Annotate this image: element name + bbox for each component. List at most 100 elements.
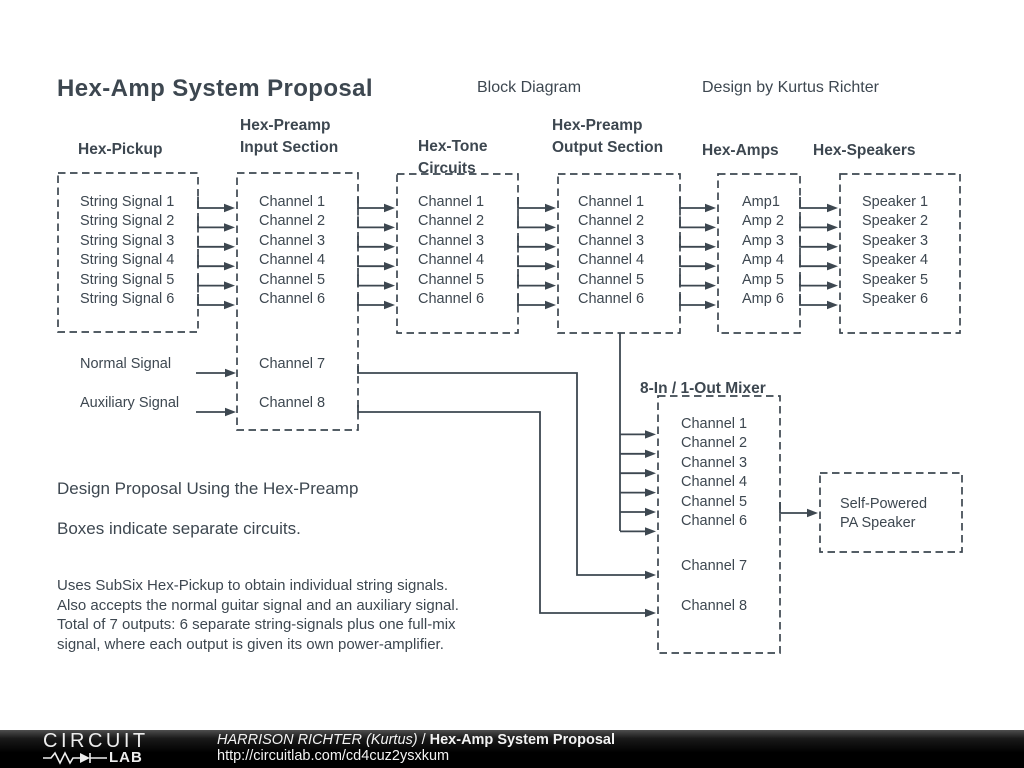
arrowhead xyxy=(224,300,235,310)
pa-speaker-line2: PA Speaker xyxy=(840,515,916,532)
signal-label: String Signal 3 xyxy=(80,232,175,249)
channel-label: Channel 3 xyxy=(259,232,326,249)
arrowhead xyxy=(384,262,395,271)
wire xyxy=(799,216,829,229)
arrowhead xyxy=(225,368,236,378)
credit-label: Design by Kurtus Richter xyxy=(702,79,879,96)
channel-label: Channel 5 xyxy=(578,271,645,288)
channel-label: Channel 2 xyxy=(259,213,326,230)
wire xyxy=(357,274,386,287)
wire xyxy=(679,197,707,209)
wire xyxy=(799,294,829,306)
mixer-title: 8-In / 1-Out Mixer xyxy=(640,380,766,397)
arrowhead xyxy=(645,430,656,439)
channel-label: Channel 4 xyxy=(259,252,326,269)
input-channel-8: Channel 8 xyxy=(259,395,326,411)
speaker-label: Speaker 1 xyxy=(862,194,929,210)
arrowhead xyxy=(384,203,395,213)
pickup-signal-list: String Signal 1 String Signal 2 String S… xyxy=(80,193,174,309)
channel-label: Channel 5 xyxy=(681,493,748,510)
arrowhead xyxy=(545,300,556,310)
input-header-line2: Input Section xyxy=(240,138,339,156)
speaker-label: Speaker 5 xyxy=(862,271,929,288)
input-box xyxy=(236,172,359,431)
speakers-box xyxy=(839,173,961,334)
arrowhead xyxy=(384,223,395,232)
channel-label: Channel 2 xyxy=(578,213,645,230)
arrowhead xyxy=(224,262,235,271)
channel-label: Channel 6 xyxy=(418,291,485,308)
arrowhead xyxy=(827,281,838,290)
signal-label: String Signal 4 xyxy=(80,252,175,269)
speaker-label: Speaker 4 xyxy=(862,252,929,269)
wire xyxy=(517,197,547,209)
arrowhead xyxy=(545,223,556,232)
wire xyxy=(197,216,226,229)
arrowhead xyxy=(224,242,235,251)
channel-label: Channel 3 xyxy=(578,232,645,249)
mixer-box xyxy=(657,395,781,654)
arrowhead xyxy=(545,262,556,271)
normal-signal-label: Normal Signal xyxy=(80,356,172,372)
mixer-channel-8: Channel 8 xyxy=(681,598,748,614)
input-header: Hex-Preamp Input Section xyxy=(240,115,338,158)
tone-header-line2: Circuits xyxy=(418,159,476,177)
channel-label: Channel 3 xyxy=(681,454,748,471)
speakers-header: Hex-Speakers xyxy=(813,142,916,159)
auxiliary-signal-label: Auxiliary Signal xyxy=(80,395,180,411)
pickup-header: Hex-Pickup xyxy=(78,141,163,158)
signal-label: String Signal 2 xyxy=(80,213,175,230)
amp-label: Amp 6 xyxy=(742,291,784,308)
wire xyxy=(197,294,226,306)
wire xyxy=(679,216,707,229)
channel-label: Channel 6 xyxy=(681,513,748,530)
wire xyxy=(357,255,386,268)
arrowhead xyxy=(545,242,556,251)
output-header-line2: Output Section xyxy=(552,138,664,156)
wire xyxy=(357,405,645,614)
wire xyxy=(357,235,386,248)
wire xyxy=(357,366,645,576)
wire xyxy=(197,235,226,248)
wire xyxy=(197,197,226,209)
wire xyxy=(799,197,829,209)
note-design-proposal: Design Proposal Using the Hex-Preamp xyxy=(57,479,359,498)
output-header: Hex-Preamp Output Section xyxy=(552,115,663,158)
description-paragraph: Uses SubSix Hex-Pickup to obtain individ… xyxy=(57,576,459,654)
channel-label: Channel 4 xyxy=(578,252,645,269)
footer-line1: HARRISON RICHTER (Kurtus)/Hex-Amp System… xyxy=(217,732,615,749)
pa-box xyxy=(819,472,963,553)
wire xyxy=(517,235,547,248)
pickup-box xyxy=(57,172,199,333)
description-line: Also accepts the normal guitar signal an… xyxy=(57,596,459,614)
wire xyxy=(517,216,547,229)
arrowhead xyxy=(705,300,716,310)
wire xyxy=(517,255,547,268)
arrowhead xyxy=(827,242,838,251)
footer-bar: CIRCUIT LAB HARRISON RICHTER (Kurtus)/He… xyxy=(0,730,1024,768)
arrowhead xyxy=(705,262,716,271)
amps-header: Hex-Amps xyxy=(702,142,779,159)
resistor-diode-icon xyxy=(43,751,107,765)
note-boxes: Boxes indicate separate circuits. xyxy=(57,519,301,538)
description-line: Total of 7 outputs: 6 separate string-si… xyxy=(57,616,456,634)
output-header-line1: Hex-Preamp xyxy=(552,117,643,134)
pa-speaker-label: Self-Powered PA Speaker xyxy=(840,495,927,534)
arrowhead xyxy=(645,527,656,536)
footer-author: HARRISON RICHTER (Kurtus) xyxy=(217,732,418,748)
amp-label: Amp 2 xyxy=(742,213,784,230)
channel-label: Channel 4 xyxy=(681,474,748,491)
arrowhead xyxy=(384,300,395,310)
footer-separator: / xyxy=(421,732,426,748)
arrowhead xyxy=(705,281,716,290)
input-header-line1: Hex-Preamp xyxy=(240,117,331,134)
output-channel-list: Channel 1 Channel 2 Channel 3 Channel 4 … xyxy=(578,193,644,309)
pa-speaker-line1: Self-Powered xyxy=(840,496,928,512)
arrowhead xyxy=(384,242,395,251)
arrowhead xyxy=(827,300,838,310)
signal-label: String Signal 6 xyxy=(80,291,175,308)
mixer-channel-list: Channel 1 Channel 2 Channel 3 Channel 4 … xyxy=(681,415,747,531)
signal-label: String Signal 5 xyxy=(80,271,175,288)
wire xyxy=(679,255,707,268)
